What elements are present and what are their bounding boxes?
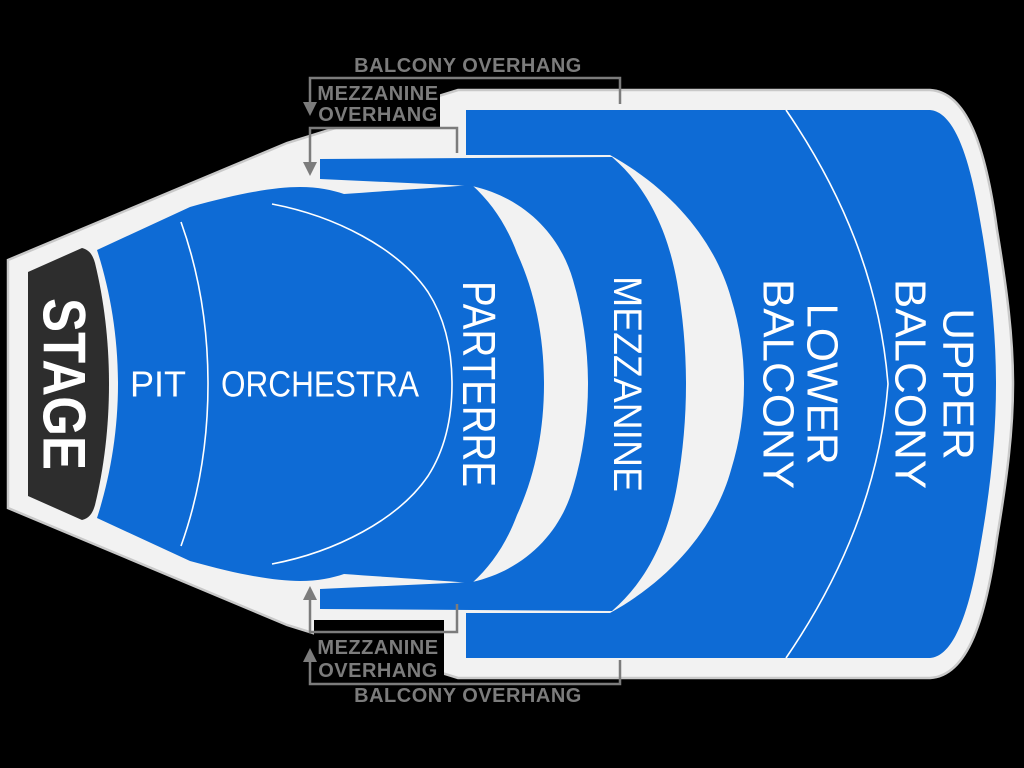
- top-balcony-overhang-bracket: [308, 76, 622, 104]
- bottom-mezzanine-overhang-bracket: [308, 599, 459, 634]
- orchestra-parterre-divider: [271, 203, 453, 565]
- top-balcony-overhang-label: BALCONY OVERHANG: [354, 55, 582, 77]
- upper-balcony-line1[interactable]: UPPER: [934, 308, 983, 460]
- section-label-parterre[interactable]: PARTERRE: [453, 281, 505, 487]
- section-label-pit[interactable]: PIT: [130, 364, 186, 405]
- section-main-floor[interactable]: [97, 185, 544, 583]
- bottom-balcony-overhang-arrow-icon: [303, 648, 317, 662]
- section-balcony[interactable]: [466, 110, 996, 658]
- section-mezzanine[interactable]: [320, 157, 686, 611]
- top-mezzanine-overhang-label-line2: OVERHANG: [318, 104, 438, 126]
- bottom-mezzanine-overhang-label-line1: MEZZANINE: [317, 637, 438, 659]
- top-mezzanine-overhang-label-line1: MEZZANINE: [317, 83, 438, 105]
- top-mezzanine-overhang-bracket: [308, 126, 459, 163]
- lower-balcony-line1[interactable]: LOWER: [798, 303, 847, 464]
- upper-balcony-line2[interactable]: BALCONY: [886, 279, 935, 489]
- top-mezzanine-overhang-arrow-icon: [303, 162, 317, 176]
- lower-upper-balcony-divider: [785, 109, 889, 659]
- bottom-mezzanine-overhang-label-line2: OVERHANG: [318, 660, 438, 682]
- stage-label: STAGE: [31, 298, 98, 470]
- section-label-upper-balcony[interactable]: UPPER BALCONY: [886, 279, 983, 489]
- section-label-mezzanine[interactable]: MEZZANINE: [605, 276, 649, 492]
- section-label-orchestra[interactable]: ORCHESTRA: [221, 364, 419, 405]
- stage-shape: [28, 248, 109, 520]
- pit-orchestra-divider: [180, 221, 209, 547]
- top-balcony-overhang-arrow-icon: [303, 102, 317, 116]
- bottom-balcony-overhang-bracket: [308, 660, 622, 686]
- lower-balcony-line2[interactable]: BALCONY: [754, 279, 803, 489]
- top-mezzanine-overhang-box: [314, 79, 440, 129]
- section-label-lower-balcony[interactable]: LOWER BALCONY: [754, 279, 847, 489]
- bottom-mezzanine-overhang-arrow-icon: [303, 586, 317, 600]
- bottom-balcony-overhang-label: BALCONY OVERHANG: [354, 685, 582, 707]
